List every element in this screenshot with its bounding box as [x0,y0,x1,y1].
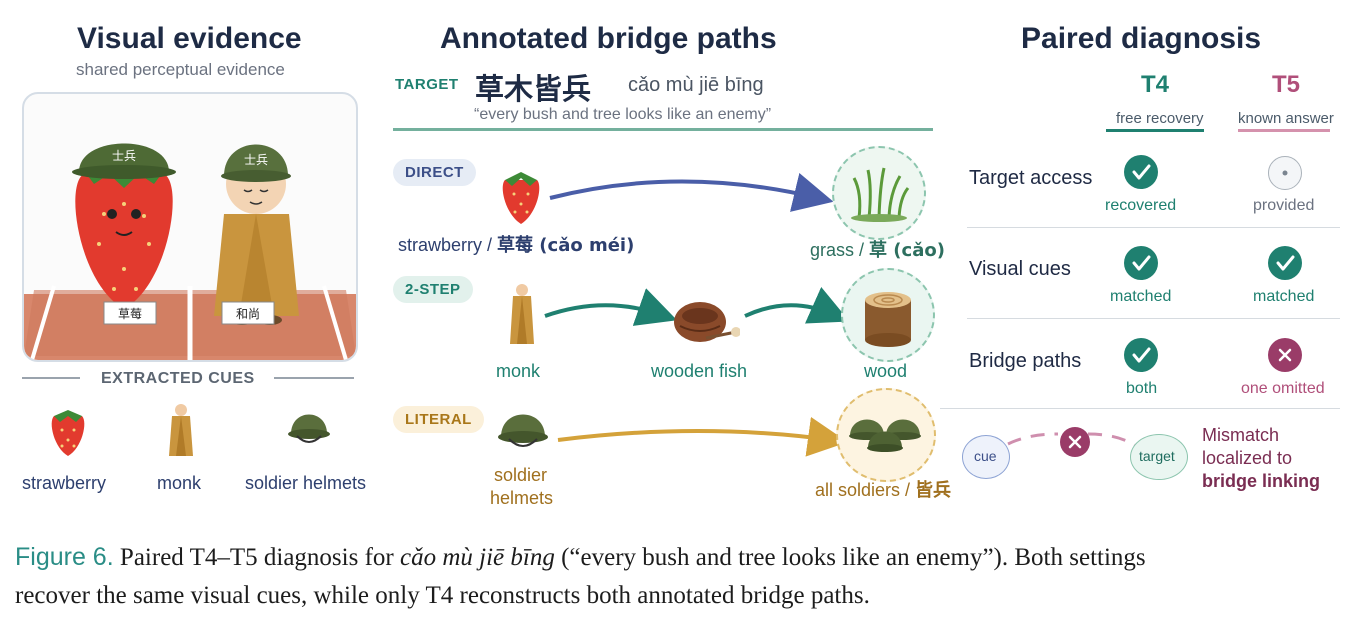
two-step-mid-label: wooden fish [651,361,748,381]
provided-dot-icon [1268,156,1302,190]
column-t4-title: T4 [1141,71,1170,98]
column-t4-underline [1106,129,1204,132]
cue-node-label: cue [974,448,997,464]
row-divider [967,318,1340,319]
strawberry-character-icon: 士兵 [72,143,176,320]
two-step-target-label: wood [864,361,908,381]
monk-character-icon: 士兵 [214,144,299,325]
cross-icon [1268,338,1302,372]
target-underline [393,128,933,131]
cue-label-strawberry: strawberry [22,473,107,493]
row-divider [940,408,1340,409]
monk-icon [510,284,534,344]
target-pinyin: cǎo mù jiē bīng [628,74,764,96]
check-icon [1268,246,1302,280]
left-panel-subtitle: shared perceptual evidence [76,60,285,79]
svg-text:草莓: 草莓 [118,307,142,321]
grass-node [832,146,926,240]
two-step-tag: 2-STEP [393,276,473,303]
middle-panel-title: Annotated bridge paths [440,22,777,55]
target-gloss: “every bush and tree looks like an enemy… [474,106,772,123]
divider [22,377,80,379]
row-divider [967,227,1340,228]
direct-target-label: grass / 草 (cǎo) [810,240,945,261]
literal-source-line2: helmets [490,488,554,508]
monk-icon [169,404,193,456]
status-t4-target-access: recovered [1105,197,1177,214]
cue-label-monk: monk [157,473,202,493]
cue-node [962,435,1010,479]
soldier-helmet-icon [498,414,548,447]
soldiers-node [836,388,936,482]
column-t5-underline [1238,129,1330,132]
status-t4-bridge-paths: both [1126,380,1158,397]
left-panel-title: Visual evidence [77,22,302,55]
mismatch-note: Mismatch localized to bridge linking [1202,425,1321,491]
right-panel-title: Paired diagnosis [1021,22,1262,55]
literal-target-label: all soldiers / 皆兵 [815,480,952,501]
cross-icon [1060,427,1090,457]
status-t5-target-access: provided [1253,197,1315,214]
mismatch-link-diagram [1007,432,1137,448]
check-icon [1124,338,1158,372]
direct-source-label: strawberry / 草莓 (cǎo méi) [398,235,635,256]
svg-text:和尚: 和尚 [236,307,260,321]
extracted-cues-header: EXTRACTED CUES [101,370,255,387]
svg-text:士兵: 士兵 [112,149,136,163]
column-t5-title: T5 [1272,71,1301,98]
target-node-label: target [1139,448,1175,464]
row-label-bridge-paths: Bridge paths [969,350,1082,372]
status-t5-visual-cues: matched [1253,288,1315,305]
visual-evidence-illustration: 士兵 士兵 草莓 和尚 [22,92,358,362]
column-t4-subtitle: free recovery [1116,110,1204,127]
helmets-group-icon [849,419,921,452]
row-label-visual-cues: Visual cues [969,258,1071,280]
wooden-fish-icon [674,302,740,342]
wood-node [841,268,935,362]
target-tag: TARGET [395,76,459,93]
strawberry-icon [51,410,85,456]
literal-source-line1: soldier [494,465,548,485]
status-t4-visual-cues: matched [1110,288,1172,305]
two-step-source-label: monk [496,361,541,381]
direct-tag: DIRECT [393,159,476,186]
divider [274,377,354,379]
target-node [1130,434,1188,480]
target-chinese: 草木皆兵 [475,72,592,106]
grass-icon [851,167,910,222]
literal-tag: LITERAL [393,406,484,433]
cue-label-soldier-helmets: soldier helmets [245,473,367,493]
row-label-target-access: Target access [969,167,1093,189]
figure-caption: Figure 6. Paired T4–T5 diagnosis for cǎo… [15,543,1146,609]
check-icon [1124,246,1158,280]
wood-log-icon [865,292,911,347]
status-t5-bridge-paths: one omitted [1241,380,1325,397]
column-t5-subtitle: known answer [1238,110,1334,127]
check-icon [1124,155,1158,189]
svg-text:士兵: 士兵 [244,153,268,167]
bridge-path-arrows [544,172,850,457]
soldier-helmet-icon [288,414,330,443]
strawberry-icon [502,172,540,224]
